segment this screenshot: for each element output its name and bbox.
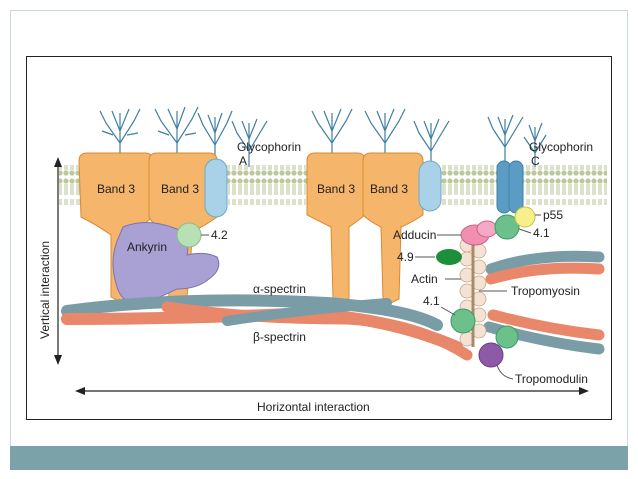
vertical-interaction-label: Vertical interaction xyxy=(38,241,52,339)
band3-middle-pair xyxy=(306,152,424,304)
p55 xyxy=(514,206,536,228)
membrane-diagram: Band 3 Band 3 Glycophorin A Ankyrin 4.2 … xyxy=(26,56,612,420)
slide-footer-band xyxy=(10,446,628,470)
glycophorin-a-label-line1: Glycophorin xyxy=(237,140,301,154)
protein-4-2-label: 4.2 xyxy=(211,228,228,242)
band3-label-4: Band 3 xyxy=(370,182,408,196)
tropomyosin-label: Tropomyosin xyxy=(511,284,580,298)
carbohydrate-chains xyxy=(99,106,547,167)
horizontal-interaction-label: Horizontal interaction xyxy=(257,400,370,414)
beta-spectrin-label: β-spectrin xyxy=(253,330,306,344)
spectrin-filaments xyxy=(61,294,473,361)
protein-4-1-label-top: 4.1 xyxy=(533,226,550,240)
protein-4-1-top xyxy=(494,214,520,240)
p55-label: p55 xyxy=(543,208,563,222)
tropomodulin xyxy=(478,342,504,368)
glycophorin-c-label-line2: C xyxy=(531,154,540,168)
band3-label-1: Band 3 xyxy=(97,182,135,196)
tropomodulin-label: Tropomodulin xyxy=(515,372,588,386)
glycophorin-a xyxy=(204,158,228,218)
glycophorin-a-label-line2: A xyxy=(239,154,247,168)
alpha-spectrin-label: α-spectrin xyxy=(253,282,306,296)
protein-4-2 xyxy=(176,222,202,248)
adducin-lower xyxy=(476,220,498,238)
protein-4-9 xyxy=(436,249,462,265)
protein-4-1-label-lower: 4.1 xyxy=(423,294,440,308)
ankyrin-label: Ankyrin xyxy=(127,240,167,254)
diagram-canvas: Band 3 Band 3 Glycophorin A Ankyrin 4.2 … xyxy=(38,106,607,414)
protein-4-1-lower-right xyxy=(495,325,519,349)
adducin-label: Adducin xyxy=(393,228,436,242)
glycophorin-c-label-line1: Glycophorin xyxy=(529,140,593,154)
protein-4-9-label: 4.9 xyxy=(397,250,414,264)
band3-label-3: Band 3 xyxy=(317,182,355,196)
band3-label-2: Band 3 xyxy=(161,182,199,196)
glycophorin-a-middle xyxy=(418,160,442,212)
protein-4-1-lower xyxy=(450,308,476,334)
actin-label: Actin xyxy=(411,272,438,286)
glycophorin-c-right xyxy=(508,160,524,214)
